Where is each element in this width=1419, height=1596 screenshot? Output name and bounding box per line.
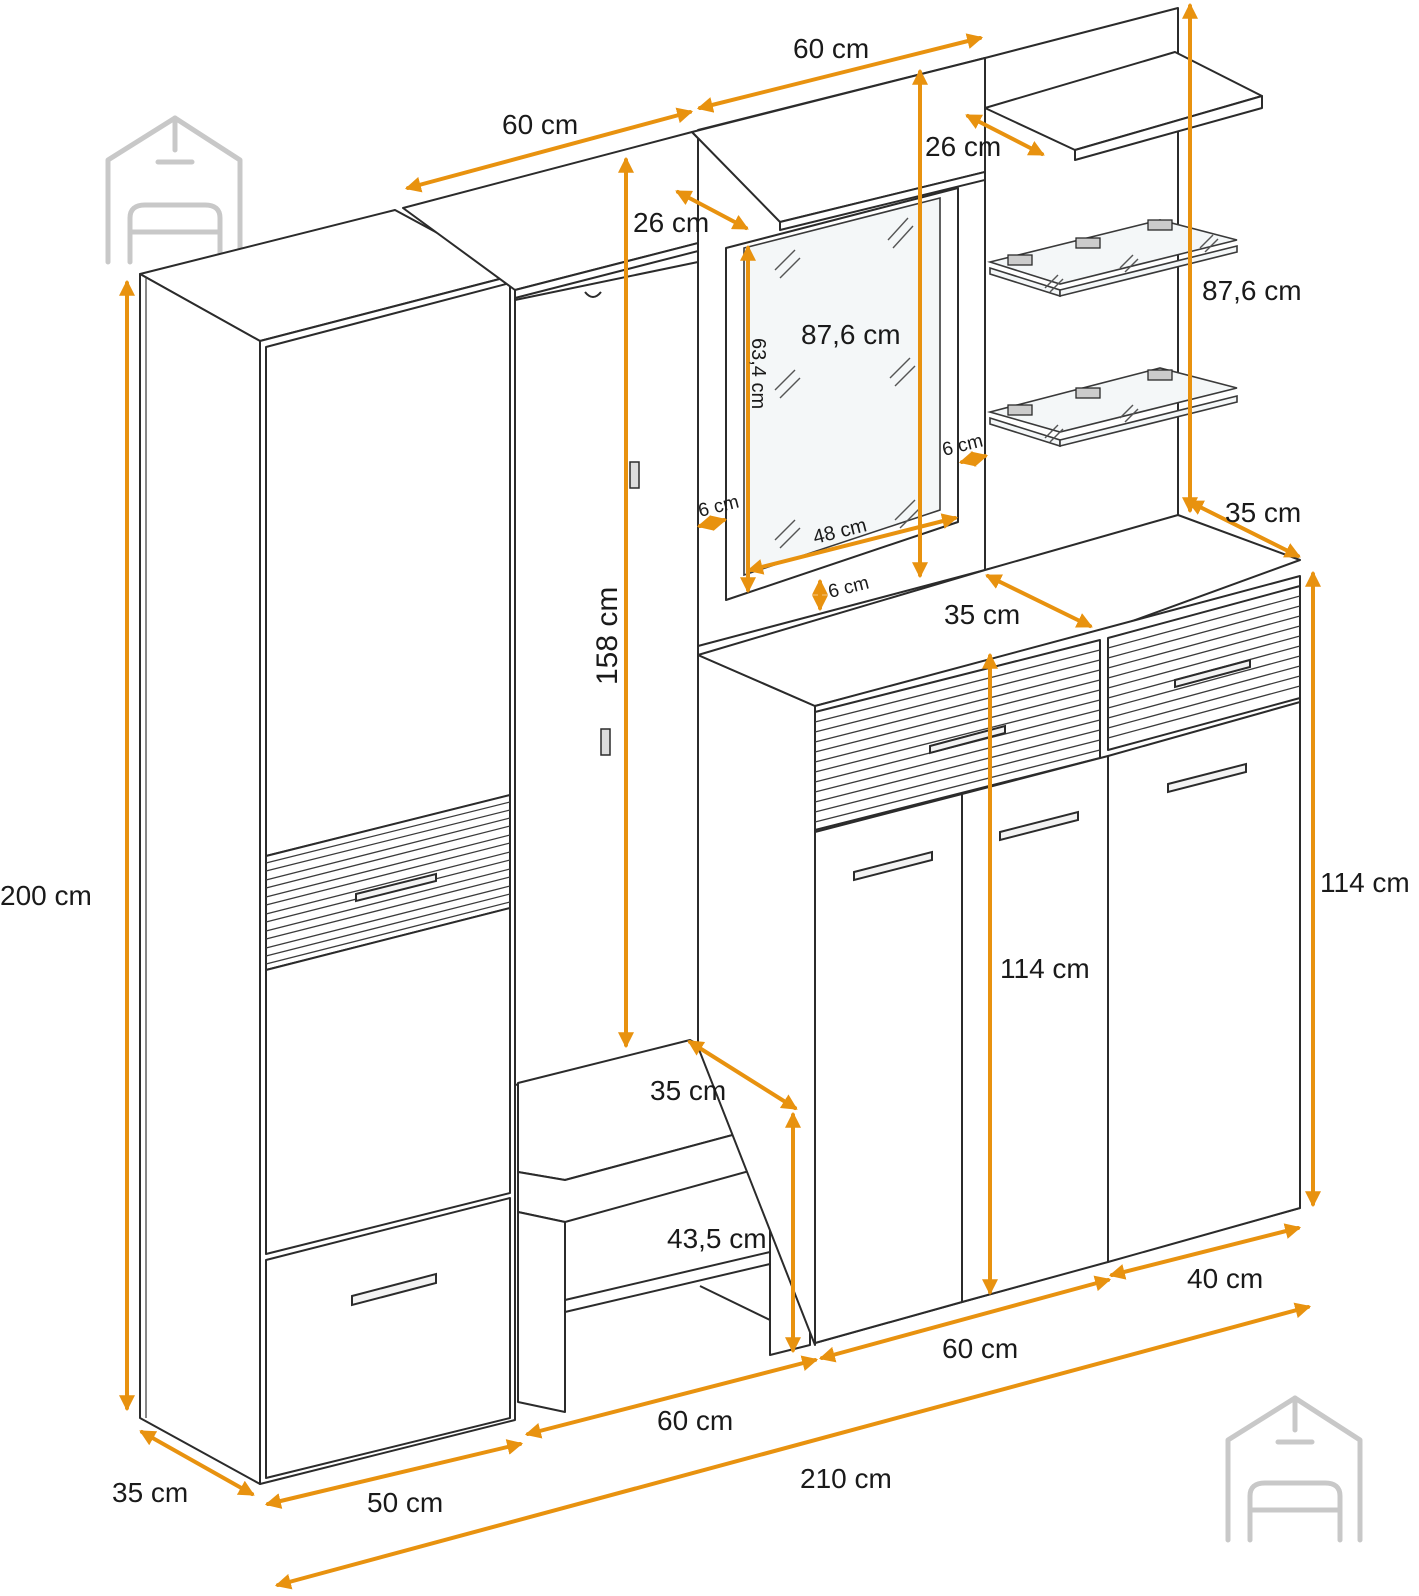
drawer-handle	[351, 1272, 437, 1307]
cabinet-door	[961, 755, 1109, 1303]
label-depth-35-left: 35 cm	[112, 1477, 188, 1508]
label-height-114-right: 114 cm	[1320, 867, 1410, 898]
label-height-63-4: 63,4 cm	[747, 338, 769, 409]
glass-shelf	[987, 219, 1238, 285]
label-width-40: 40 cm	[1187, 1263, 1263, 1294]
mirror-glass	[743, 196, 941, 577]
glass-shelf	[986, 367, 1238, 433]
label-height-158: 158 cm	[591, 587, 624, 685]
label-width-60-top-left: 60 cm	[502, 109, 578, 140]
drawer-handle	[1174, 658, 1251, 689]
label-depth-35-bench: 35 cm	[650, 1075, 726, 1106]
door-handle	[999, 810, 1079, 842]
label-height-200: 200 cm	[0, 880, 92, 911]
shoe-cabinet	[697, 514, 1301, 1346]
cabinet-door	[1107, 701, 1301, 1263]
label-width-210: 210 cm	[800, 1463, 892, 1494]
door-handle	[355, 872, 437, 903]
label-depth-35-cabinet: 35 cm	[944, 599, 1020, 630]
coat-hook	[629, 461, 640, 489]
tall-wardrobe	[139, 209, 516, 1485]
label-width-50: 50 cm	[367, 1487, 443, 1518]
house-sofa-logo-icon	[105, 115, 243, 265]
striped-lines	[265, 801, 511, 965]
label-width-60-cabinet: 60 cm	[942, 1333, 1018, 1364]
label-height-87-6-mirror: 87,6 cm	[801, 319, 901, 350]
door-handle	[1167, 762, 1247, 794]
dimension-lines	[119, 2, 1321, 1590]
label-width-60-top-mid: 60 cm	[793, 33, 869, 64]
drawer-stripes	[814, 595, 1301, 823]
house-sofa-logo-icon	[1225, 1395, 1363, 1543]
label-depth-26-left: 26 cm	[633, 207, 709, 238]
coat-hook	[600, 728, 611, 756]
door-handle	[853, 850, 933, 882]
cabinet-drawer	[1107, 585, 1301, 751]
label-width-60-bench: 60 cm	[657, 1405, 733, 1436]
label-depth-35-top-right: 35 cm	[1225, 497, 1301, 528]
label-height-114-mid: 114 cm	[1000, 953, 1090, 984]
label-height-43-5: 43,5 cm	[667, 1223, 767, 1254]
label-depth-26-right: 26 cm	[925, 131, 1001, 162]
label-height-87-6-shelf: 87,6 cm	[1202, 275, 1302, 306]
cabinet-door	[814, 793, 963, 1344]
